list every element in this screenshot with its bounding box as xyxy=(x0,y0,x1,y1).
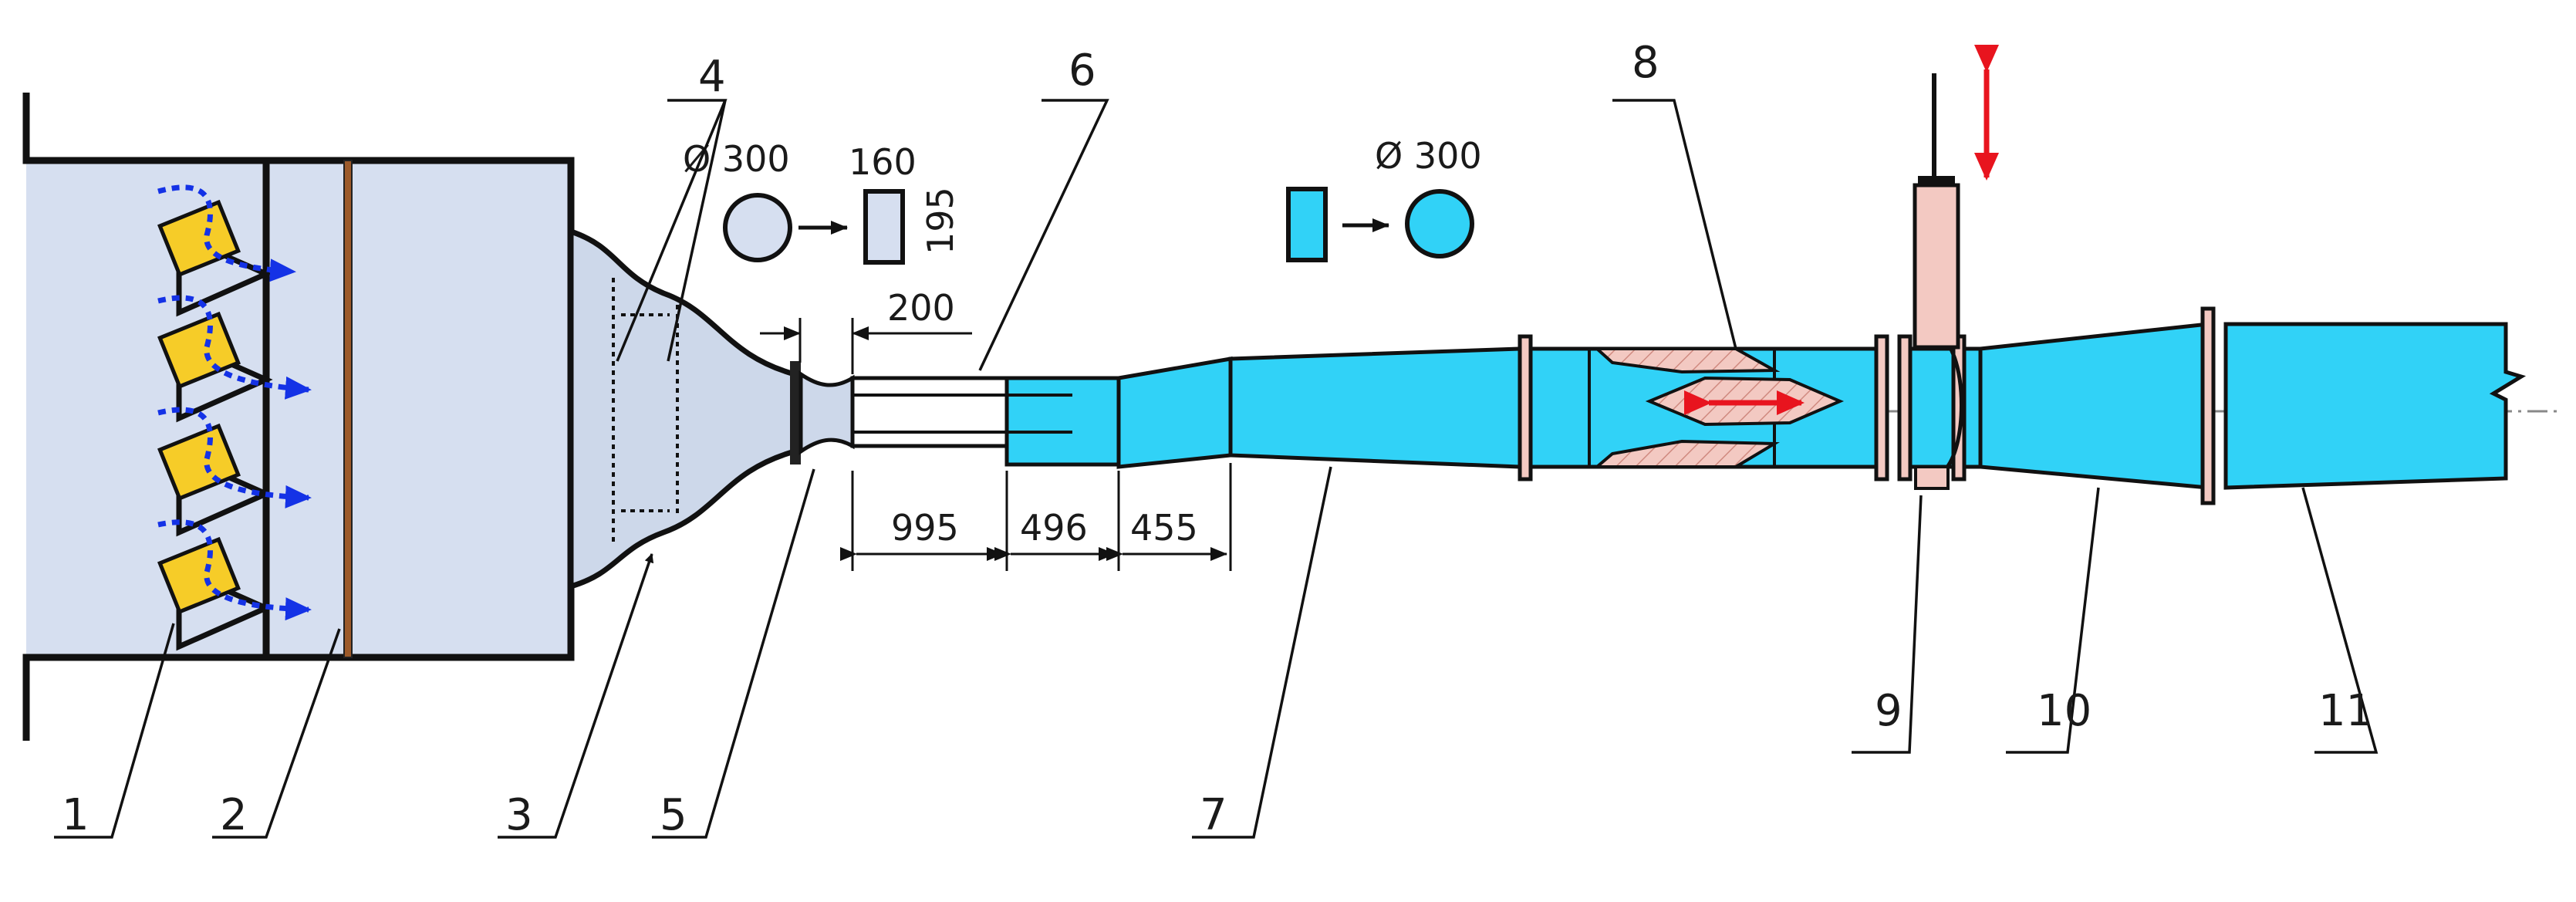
dim-995: 995 xyxy=(891,507,959,549)
contraction xyxy=(568,228,801,590)
callout-5: 5 xyxy=(660,790,687,840)
dimensions xyxy=(760,318,1232,571)
callout-8: 8 xyxy=(1632,38,1659,88)
callout-1: 1 xyxy=(62,790,89,840)
settling-chamber xyxy=(22,93,575,741)
dim-455: 455 xyxy=(1130,507,1198,549)
callout-6: 6 xyxy=(1069,46,1096,96)
callout-3: 3 xyxy=(505,790,533,840)
fan-2 xyxy=(157,295,312,423)
callout-4: 4 xyxy=(698,52,726,102)
callout-7: 7 xyxy=(1200,790,1227,840)
label-left-height: 195 xyxy=(920,187,961,255)
callout-2: 2 xyxy=(220,790,248,840)
callout-9: 9 xyxy=(1875,686,1902,736)
label-left-diameter: Ø 300 xyxy=(683,138,790,180)
label-left-width: 160 xyxy=(849,141,917,183)
fan-1 xyxy=(157,184,296,317)
callout-10: 10 xyxy=(2037,686,2092,736)
dim-496: 496 xyxy=(1020,507,1088,549)
inlet-channel xyxy=(798,370,1009,455)
dim-200: 200 xyxy=(887,287,955,329)
plug-cone xyxy=(1592,347,1845,468)
fan-4 xyxy=(157,519,312,651)
transition-right: Ø 300 xyxy=(1286,135,1482,262)
transition-left: Ø 300 160 195 xyxy=(683,138,961,265)
fan-3 xyxy=(157,407,312,537)
callout-11: 11 xyxy=(2318,686,2373,736)
label-right-diameter: Ø 300 xyxy=(1375,135,1482,177)
flanges xyxy=(1518,306,2216,505)
slide-valve xyxy=(1913,45,1999,490)
leader-lines xyxy=(54,99,2378,839)
screen xyxy=(343,160,353,658)
